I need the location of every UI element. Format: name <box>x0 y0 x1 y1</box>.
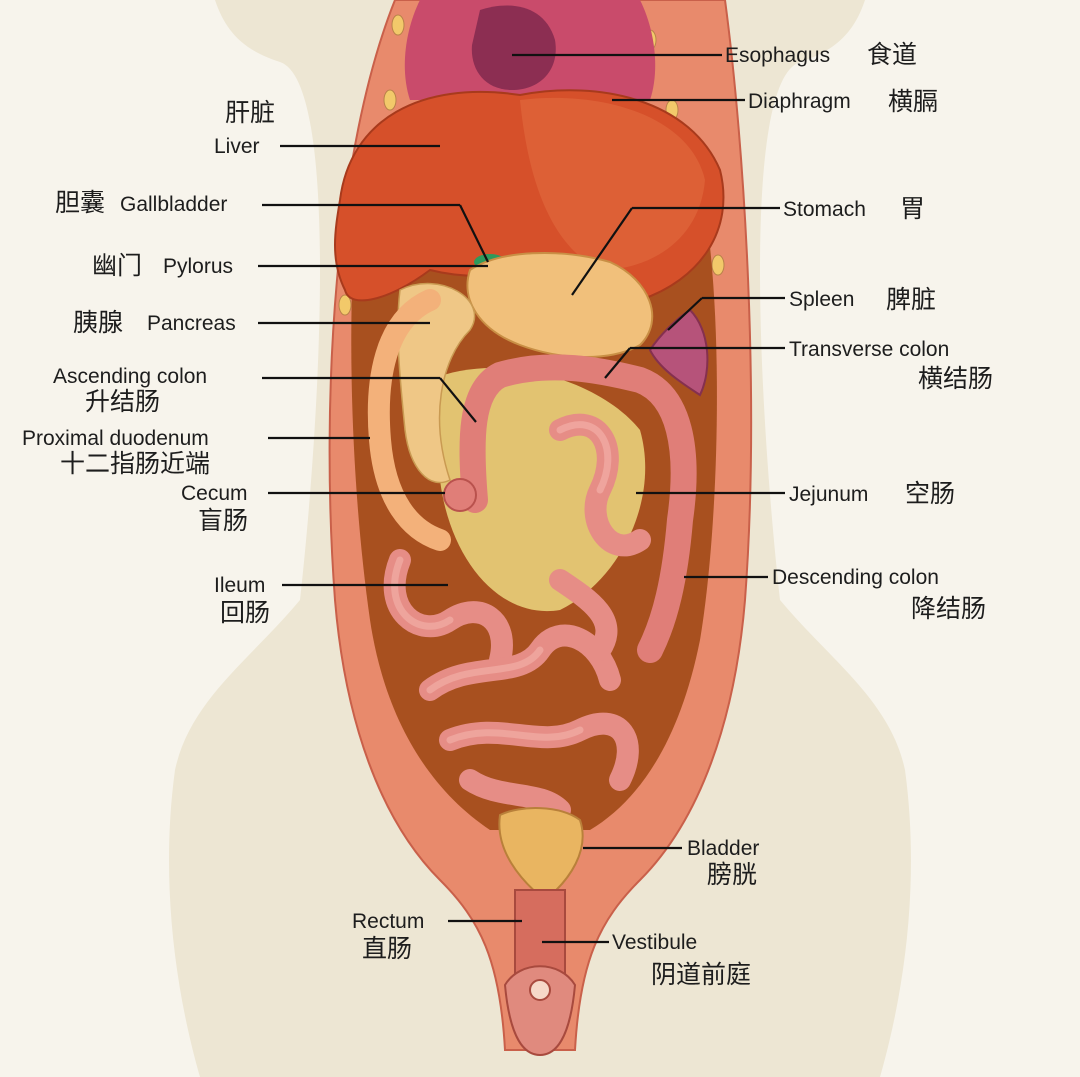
label-vestibule-en: Vestibule <box>612 931 698 954</box>
label-cecum-zh: 盲肠 <box>198 506 249 535</box>
vestibule <box>503 965 577 1057</box>
label-pancreas-zh: 胰腺 <box>73 308 124 337</box>
liver-lobe-shading <box>520 97 705 271</box>
label-vestibule-zh: 阴道前庭 <box>651 960 752 989</box>
label-pylorus-zh: 幽门 <box>92 251 143 280</box>
label-liver-zh: 肝脏 <box>224 98 275 127</box>
label-liver-en: Liver <box>214 135 260 158</box>
label-cecum-en: Cecum <box>181 482 248 505</box>
label-descending-colon-zh: 降结肠 <box>911 594 987 623</box>
bladder <box>498 807 584 902</box>
label-gallbladder-en: Gallbladder <box>120 193 228 216</box>
stomach <box>466 252 654 358</box>
label-ileum-zh: 回肠 <box>220 598 271 627</box>
leader-lines <box>258 53 785 944</box>
label-stomach-en: Stomach <box>783 198 866 221</box>
label-transverse-colon-en: Transverse colon <box>789 338 950 361</box>
pancreas <box>397 282 476 484</box>
vestibule-opening <box>529 979 551 1001</box>
label-diaphragm-en: Diaphragm <box>748 90 851 113</box>
label-jejunum-en: Jejunum <box>789 483 869 506</box>
label-pancreas-en: Pancreas <box>147 312 236 335</box>
label-proximal-duodenum-zh: 十二指肠近端 <box>60 449 211 478</box>
label-esophagus-en: Esophagus <box>725 44 831 67</box>
colon <box>459 354 697 663</box>
label-ascending-colon-zh: 升结肠 <box>85 387 161 416</box>
label-descending-colon-en: Descending colon <box>772 566 939 589</box>
label-pylorus-en: Pylorus <box>163 255 234 278</box>
label-spleen-en: Spleen <box>789 288 855 311</box>
spleen <box>648 308 709 397</box>
label-rectum-zh: 直肠 <box>362 934 413 963</box>
cecum <box>443 478 477 512</box>
label-diaphragm-zh: 横膈 <box>888 87 939 116</box>
label-bladder-en: Bladder <box>687 837 760 860</box>
label-proximal-duodenum-en: Proximal duodenum <box>22 427 209 450</box>
label-ascending-colon-en: Ascending colon <box>53 365 208 388</box>
label-spleen-zh: 脾脏 <box>886 285 937 314</box>
label-transverse-colon-zh: 横结肠 <box>918 364 994 393</box>
label-rectum-en: Rectum <box>352 910 425 933</box>
duodenum <box>367 289 451 551</box>
label-ileum-en: Ileum <box>214 574 266 597</box>
label-bladder-zh: 膀胱 <box>707 860 758 889</box>
intestine-highlights <box>391 421 612 744</box>
label-stomach-zh: 胃 <box>900 194 926 223</box>
label-jejunum-zh: 空肠 <box>905 479 956 508</box>
label-esophagus-zh: 食道 <box>867 40 918 69</box>
heart <box>471 5 556 90</box>
label-gallbladder-zh: 胆囊 <box>55 188 106 217</box>
